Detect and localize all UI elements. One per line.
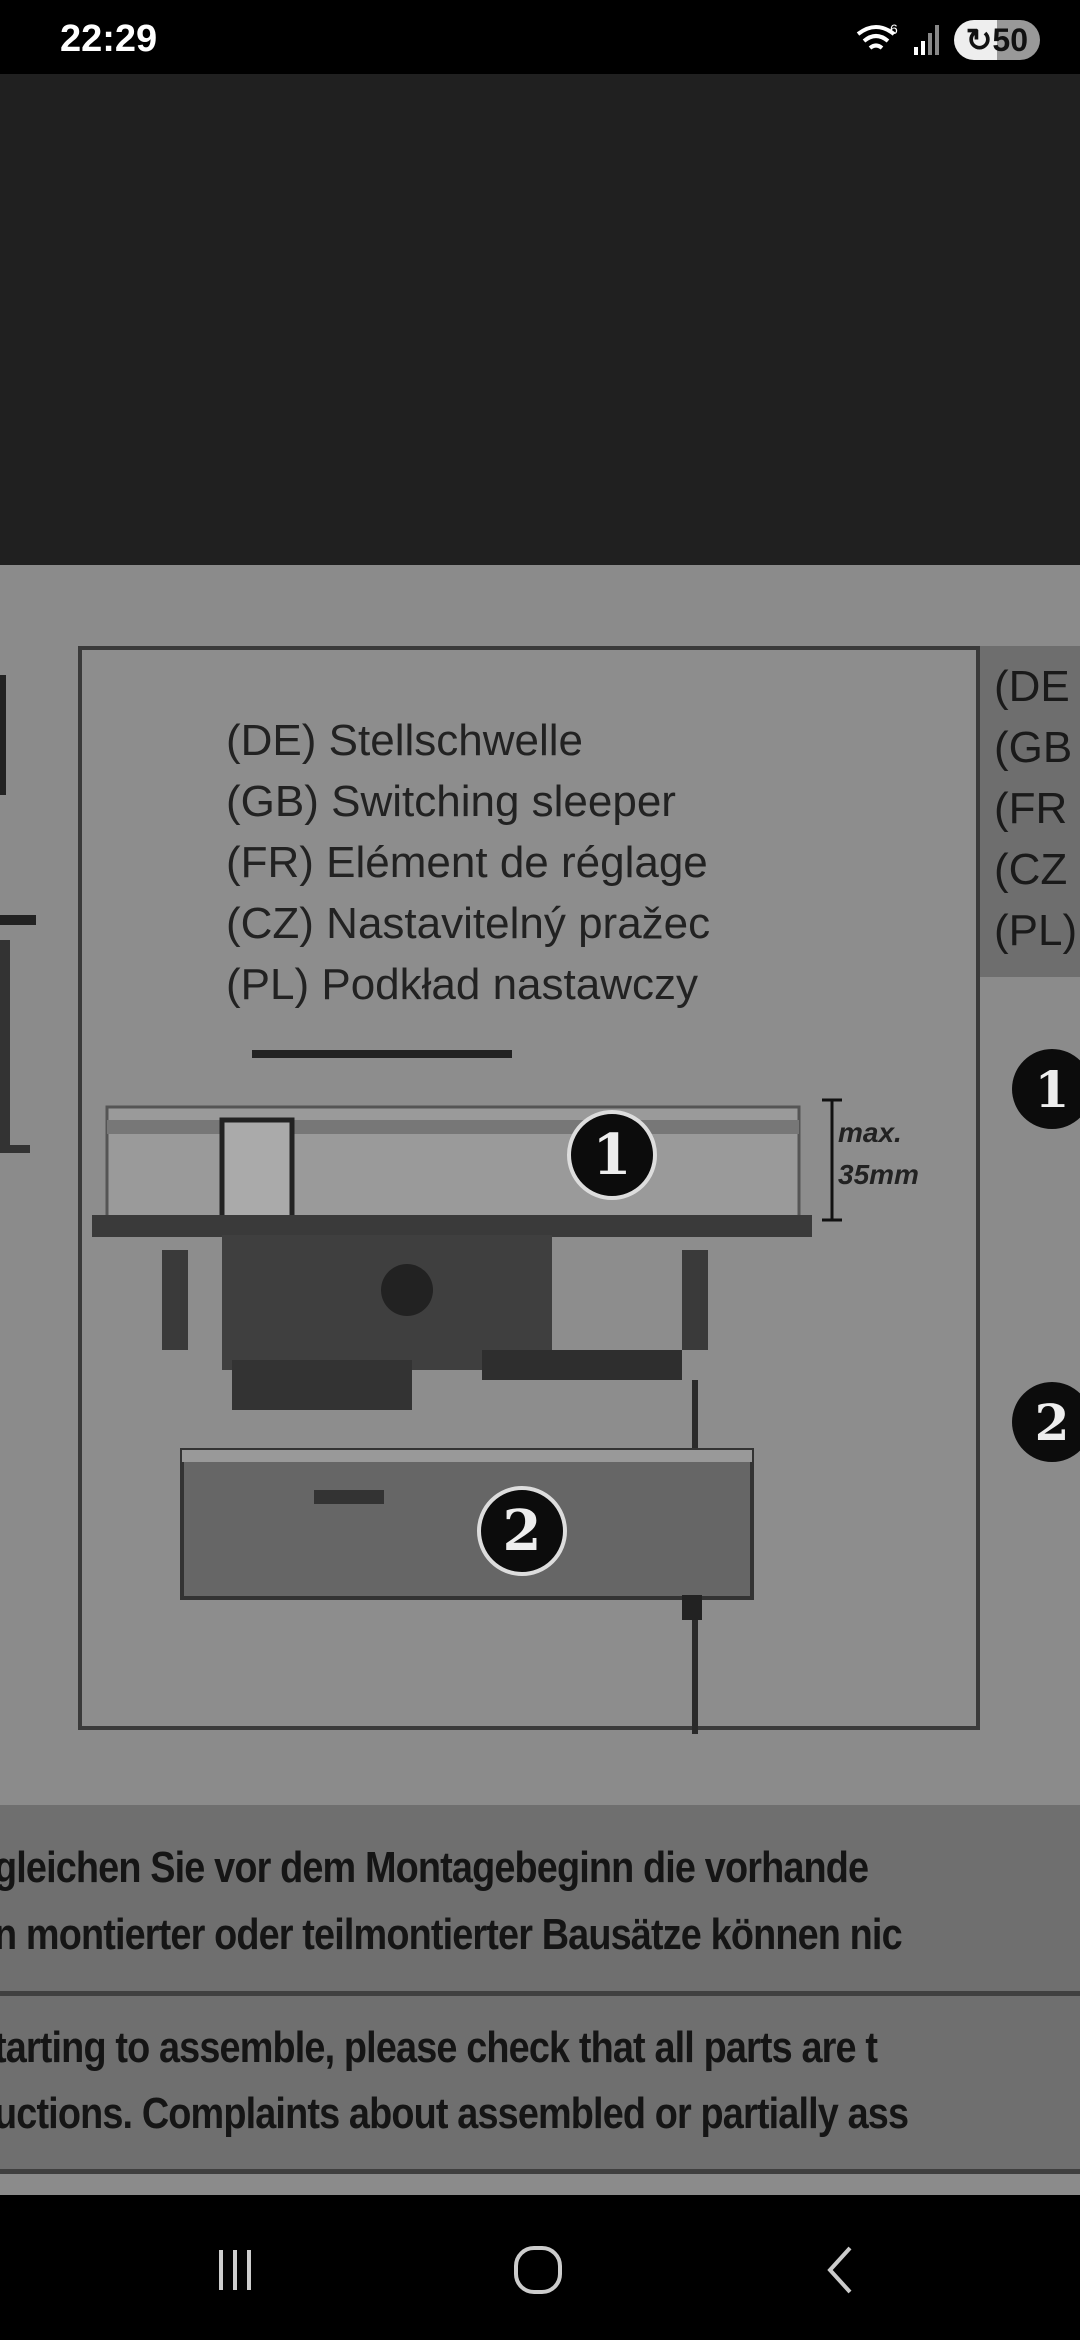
manual-photo[interactable]: (DE) Stellschwelle (GB) Switching sleepe… bbox=[0, 565, 1080, 2195]
dimension-label: max.35mm bbox=[838, 1117, 919, 1190]
status-bar: 22:29 6 ↻50 bbox=[0, 0, 1080, 74]
viewer-background bbox=[0, 74, 1080, 565]
diagram-frame: (DE) Stellschwelle (GB) Switching sleepe… bbox=[78, 646, 980, 1734]
navigation-bar bbox=[0, 2195, 1080, 2340]
recent-apps-button[interactable] bbox=[205, 2240, 265, 2300]
right-callout-1: 1 bbox=[1012, 1049, 1080, 1129]
battery-indicator: ↻50 bbox=[953, 20, 1040, 60]
signal-icon bbox=[913, 25, 939, 55]
right-labels-fragment: (DE(GB(FR(CZ(PL) bbox=[980, 646, 1080, 977]
english-line-2: uctions. Complaints about assembled or p… bbox=[0, 2089, 909, 2138]
label-cz: (CZ) Nastavitelný pražec bbox=[226, 899, 711, 948]
instruction-text-band: gleichen Sie vor dem Montagebeginn die v… bbox=[0, 1805, 1080, 2174]
switching-sleeper-drawing bbox=[92, 1050, 842, 1734]
part-labels: (DE) Stellschwelle (GB) Switching sleepe… bbox=[226, 710, 710, 1015]
divider bbox=[0, 1991, 1080, 1996]
divider bbox=[0, 2169, 1080, 2174]
german-line-1: gleichen Sie vor dem Montagebeginn die v… bbox=[0, 1843, 869, 1892]
label-pl: (PL) Podkład nastawczy bbox=[226, 960, 698, 1009]
back-button[interactable] bbox=[810, 2240, 870, 2300]
label-gb: (GB) Switching sleeper bbox=[226, 777, 676, 826]
wifi-icon: 6 bbox=[856, 22, 898, 50]
callout-2: 2 bbox=[477, 1486, 567, 1576]
callout-1: 1 bbox=[567, 1110, 657, 1200]
clock: 22:29 bbox=[60, 18, 158, 60]
left-edge-fragment bbox=[0, 675, 36, 1275]
label-de: (DE) Stellschwelle bbox=[226, 716, 583, 765]
english-line-1: tarting to assemble, please check that a… bbox=[0, 2023, 878, 2072]
label-fr: (FR) Elément de réglage bbox=[226, 838, 708, 887]
home-button[interactable] bbox=[508, 2240, 568, 2300]
right-callout-2: 2 bbox=[1012, 1382, 1080, 1462]
german-line-2: n montierter oder teilmontierter Bausätz… bbox=[0, 1910, 903, 1959]
svg-text:6: 6 bbox=[890, 22, 898, 37]
